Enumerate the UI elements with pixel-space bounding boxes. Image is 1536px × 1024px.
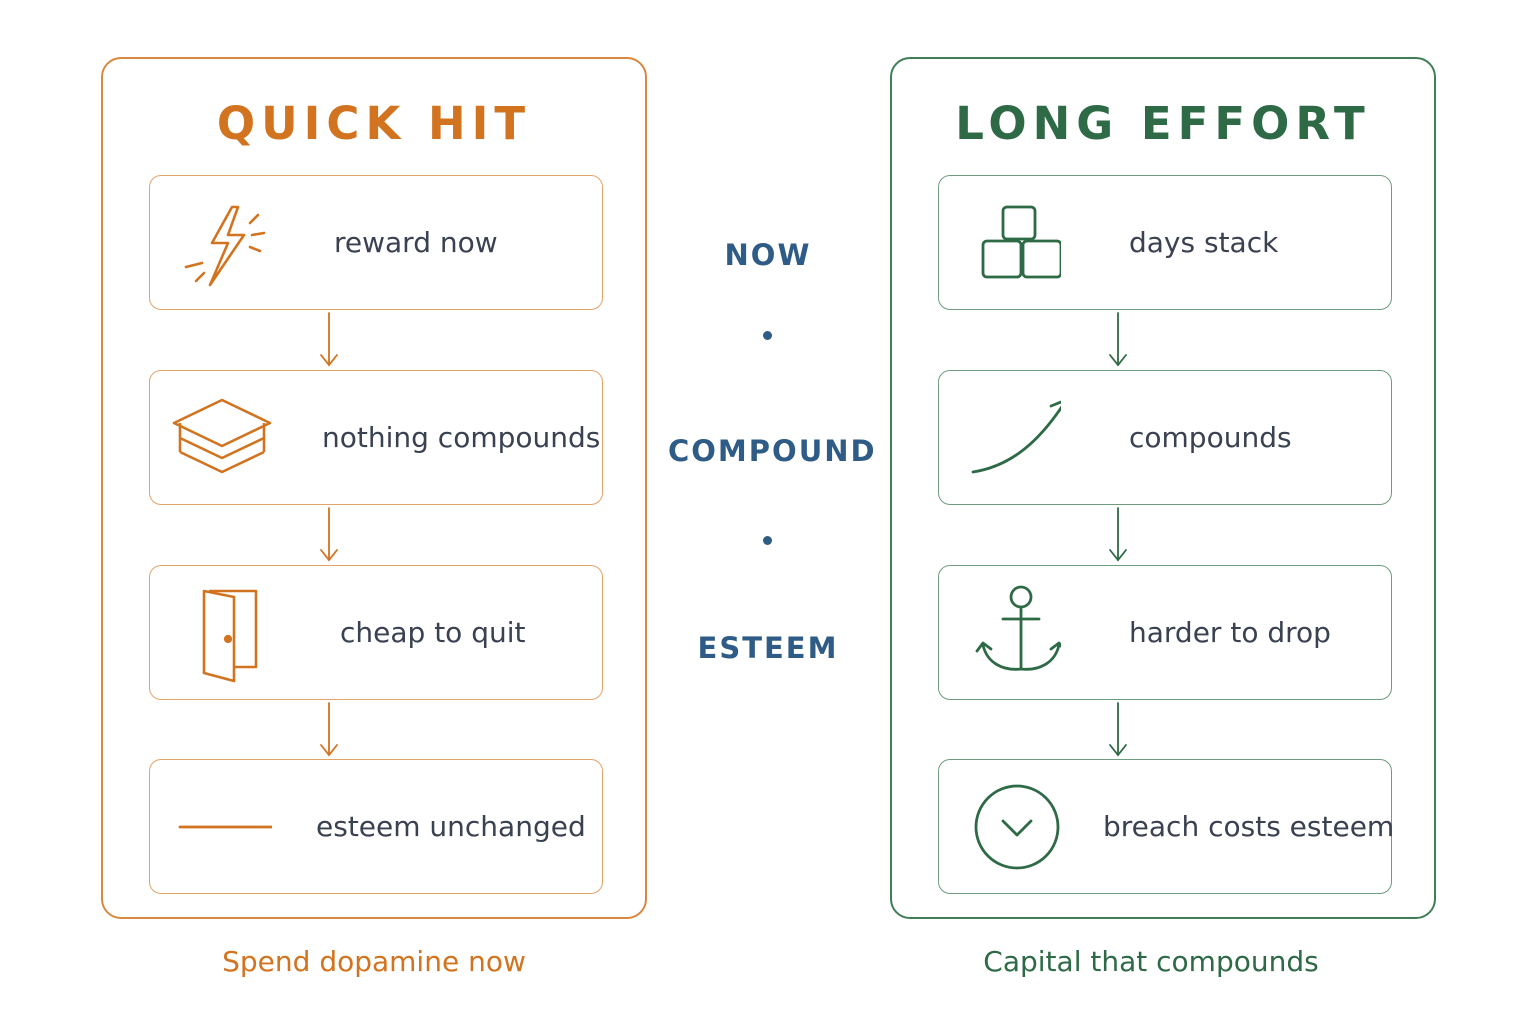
long-effort-card-days-stack: days stack: [938, 175, 1392, 310]
center-label-now: NOW: [724, 238, 812, 272]
long-effort-label-4: breach costs esteem: [1103, 810, 1395, 843]
down-arrow-icon: [1109, 702, 1127, 757]
quick-hit-label-3: cheap to quit: [340, 616, 526, 649]
long-effort-label-2: compounds: [1129, 421, 1292, 454]
long-effort-panel: LONG EFFORT days stack compounds harder …: [890, 57, 1436, 919]
down-arrow-icon: [320, 702, 338, 757]
quick-hit-card-cheap-to-quit: cheap to quit: [149, 565, 603, 700]
long-effort-card-harder-to-drop: harder to drop: [938, 565, 1392, 700]
stacked-blocks-icon: [981, 205, 1061, 279]
long-effort-card-breach-costs-esteem: breach costs esteem: [938, 759, 1395, 894]
down-arrow-icon: [320, 312, 338, 367]
center-label-esteem: ESTEEM: [697, 631, 839, 665]
quick-hit-label-1: reward now: [334, 226, 498, 259]
quick-hit-panel: QUICK HIT reward now nothing compounds: [101, 57, 647, 919]
down-arrow-icon: [1109, 312, 1127, 367]
door-icon: [202, 589, 258, 683]
quick-hit-caption: Spend dopamine now: [222, 945, 526, 978]
quick-hit-card-nothing-compounds: nothing compounds: [149, 370, 603, 505]
quick-hit-card-esteem-unchanged: esteem unchanged: [149, 759, 603, 894]
center-label-compound: COMPOUND: [668, 434, 877, 468]
long-effort-caption: Capital that compounds: [983, 945, 1319, 978]
long-effort-label-1: days stack: [1129, 226, 1279, 259]
center-divider-dot: [763, 331, 772, 340]
quick-hit-card-reward-now: reward now: [149, 175, 603, 310]
lightning-icon: [184, 205, 266, 287]
quick-hit-label-2: nothing compounds: [322, 421, 601, 454]
quick-hit-label-4: esteem unchanged: [316, 810, 586, 843]
down-arrow-icon: [1109, 507, 1127, 562]
chevron-circle-icon: [974, 784, 1060, 870]
growth-curve-icon: [971, 400, 1061, 474]
long-effort-title: LONG EFFORT: [955, 97, 1371, 150]
long-effort-card-compounds: compounds: [938, 370, 1392, 505]
quick-hit-title: QUICK HIT: [216, 97, 532, 150]
long-effort-label-3: harder to drop: [1129, 616, 1331, 649]
layers-icon: [172, 398, 272, 474]
center-divider-dot: [763, 536, 772, 545]
anchor-icon: [975, 585, 1061, 671]
flat-line-icon: [178, 825, 272, 829]
down-arrow-icon: [320, 507, 338, 562]
